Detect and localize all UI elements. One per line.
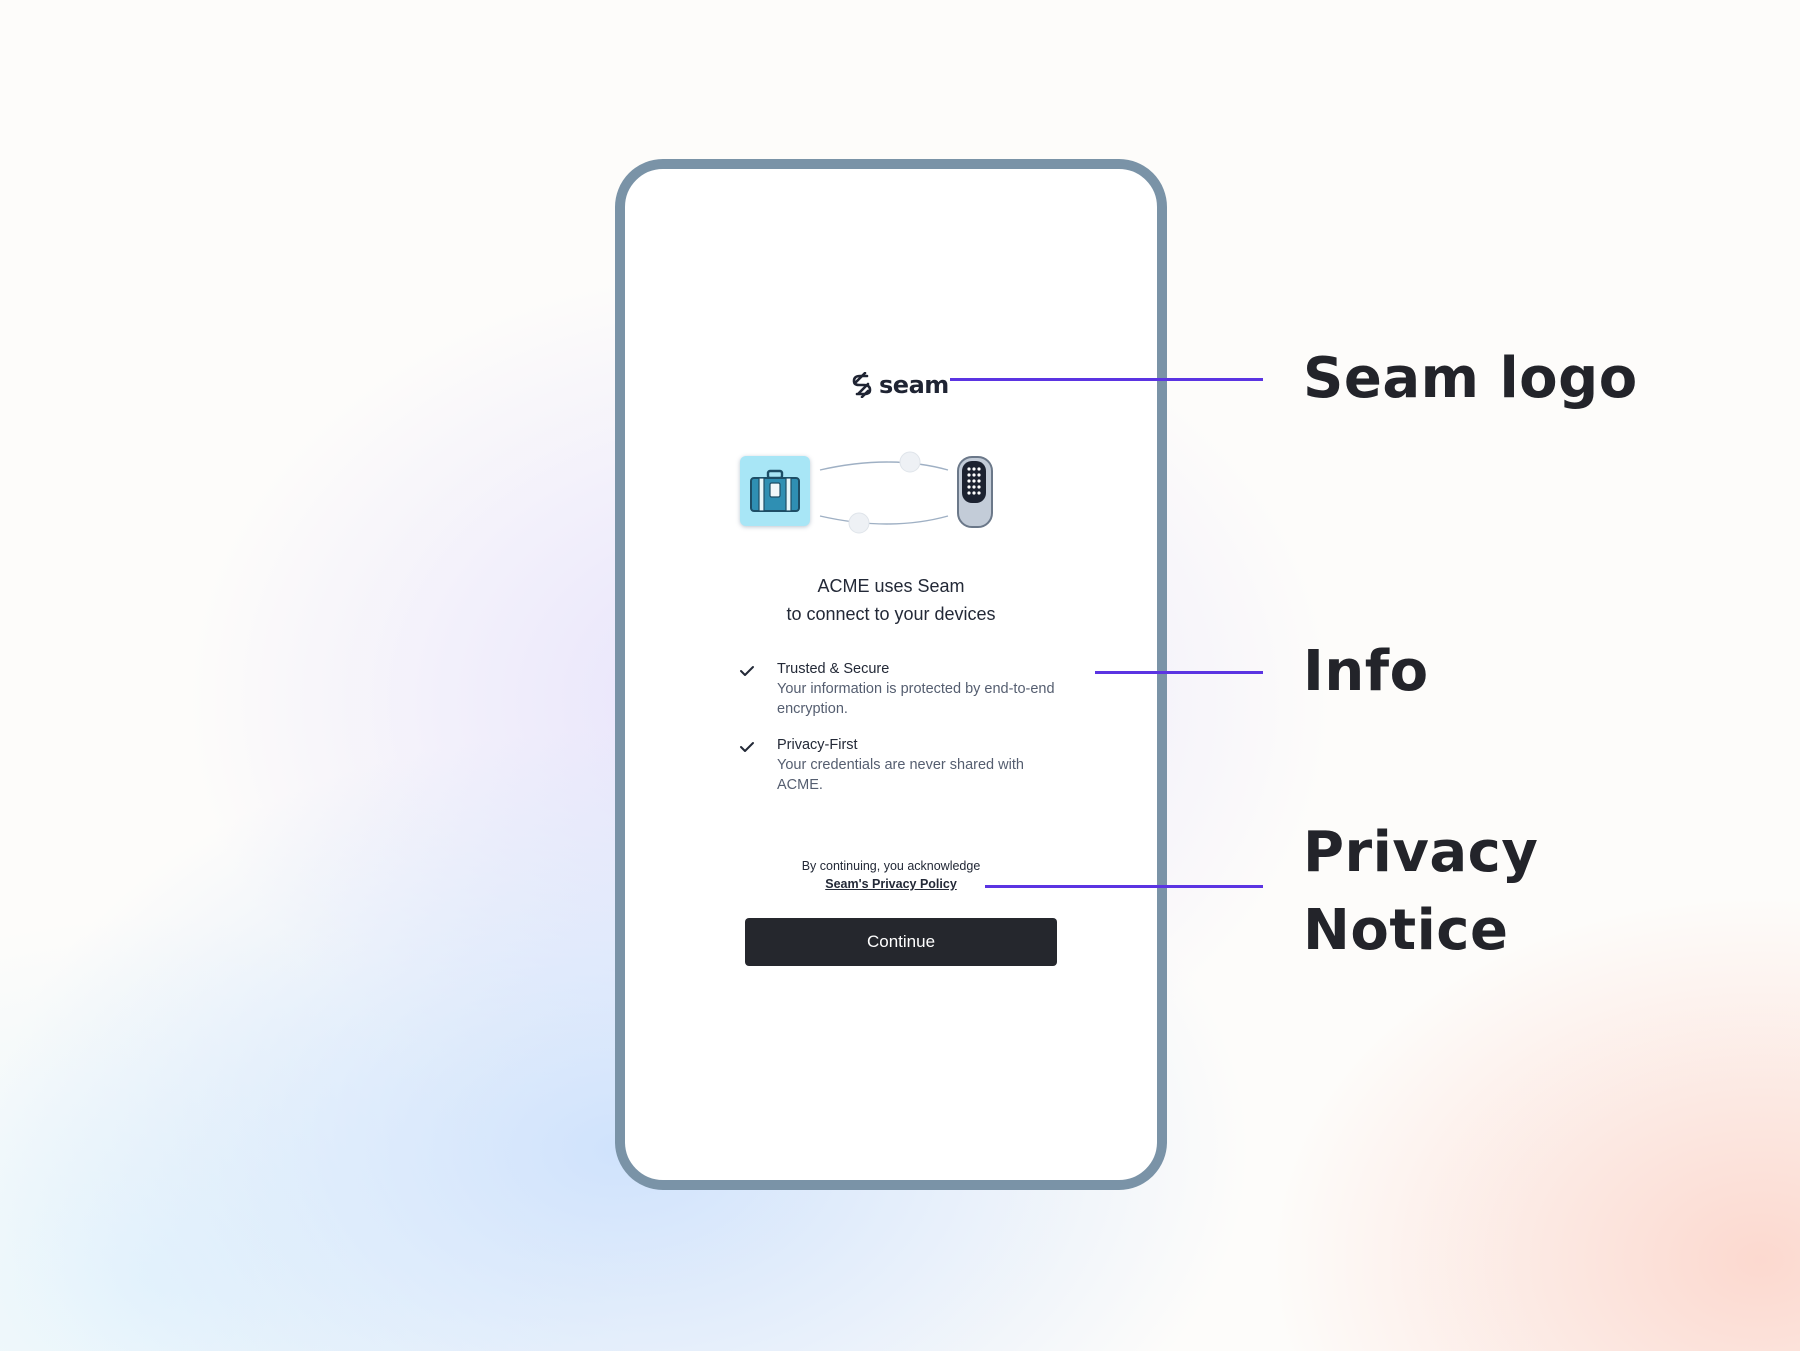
connection-illustration [740,448,1002,542]
check-icon [740,666,754,676]
seam-logo-icon [852,372,872,398]
feature-description: Your credentials are never shared with A… [777,757,1024,793]
keypad-lock-icon [957,456,993,528]
headline-line-1: ACME uses Seam [817,576,965,596]
seam-logo: seam [851,369,949,401]
feature-title: Privacy-First [777,737,858,753]
annotation-privacy-notice: Privacy Notice [1303,814,1538,970]
connection-lines [819,451,949,534]
check-icon [740,742,754,752]
feature-body: Trusted & Secure Your information is pro… [777,659,1068,719]
feature-title: Trusted & Secure [777,661,890,677]
connect-screen: seam [625,169,1157,1180]
suitcase-app-tile [740,456,810,526]
suitcase-icon [750,469,800,512]
phone-frame: seam [615,159,1167,1190]
privacy-leader-line [985,885,1263,888]
annotation-seam-logo: Seam logo [1303,346,1638,411]
annotation-info: Info [1303,639,1429,704]
info-list: Trusted & Secure Your information is pro… [738,659,1068,811]
feature-description: Your information is protected by end-to-… [777,681,1055,717]
headline-line-2: to connect to your devices [786,604,996,624]
connect-headline: ACME uses Seam to connect to your device… [625,572,1157,628]
annotation-privacy-line-2: Notice [1303,898,1509,963]
feature-body: Privacy-First Your credentials are never… [777,735,1068,795]
annotation-privacy-line-1: Privacy [1303,820,1539,885]
list-item: Trusted & Secure Your information is pro… [738,659,1068,719]
seam-logo-text: seam [879,371,949,399]
privacy-notice: By continuing, you acknowledge Seam's Pr… [625,857,1157,893]
privacy-policy-link[interactable]: Seam's Privacy Policy [825,877,957,891]
info-leader-line [1095,671,1263,674]
list-item: Privacy-First Your credentials are never… [738,735,1068,795]
continue-button[interactable]: Continue [745,918,1057,966]
logo-leader-line [950,378,1263,381]
privacy-acknowledge-text: By continuing, you acknowledge [801,859,981,873]
